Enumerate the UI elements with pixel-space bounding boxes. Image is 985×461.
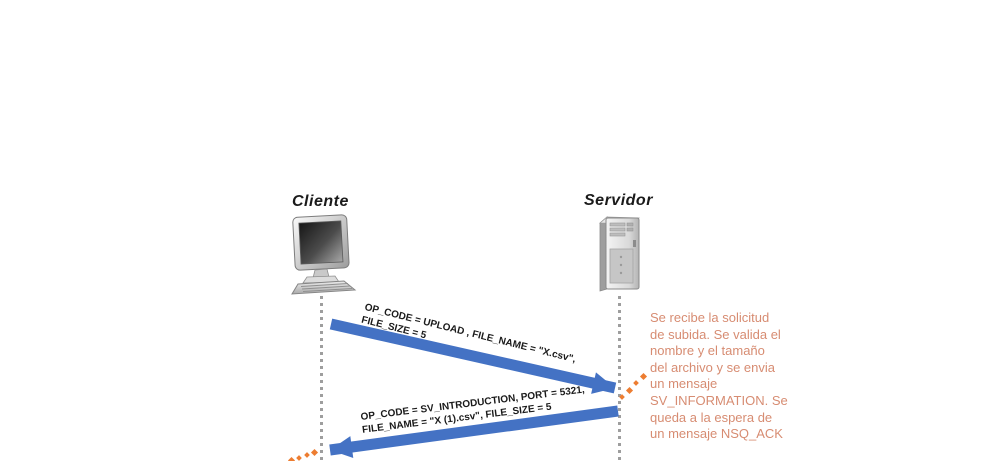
connector-dot-client: [310, 448, 319, 457]
server-note-line: del archivo y se envia: [650, 359, 776, 375]
server-note-line: nombre y el tamaño: [650, 343, 765, 359]
server-note-line: Se recibe la solicitud: [650, 310, 770, 325]
server-note-line: un mensaje: [650, 376, 718, 392]
lifeline-cliente: [320, 296, 323, 461]
connector-dot-client: [296, 455, 302, 461]
connector-dot-server: [639, 372, 648, 381]
server-note: Se recibe la solicitud de subida. Se val…: [650, 310, 800, 443]
server-note-line: queda a la espera de: [650, 409, 773, 425]
server-note-line: de subida. Se valida el: [650, 326, 781, 342]
message-2-label: OP_CODE = SV_INTRODUCTION, PORT = 5321, …: [360, 385, 587, 437]
server-note-line: SV_INFORMATION. Se: [650, 392, 788, 408]
connector-dot-server: [625, 386, 634, 395]
client-computer-icon: [291, 214, 357, 295]
actor-label-servidor: Servidor: [584, 192, 653, 209]
server-tower-icon: [598, 216, 640, 292]
connector-dot-server: [633, 380, 639, 386]
lifeline-servidor: [618, 296, 621, 461]
actor-label-cliente: Cliente: [292, 193, 349, 210]
message-1-label: OP_CODE = UPLOAD , FILE_NAME = "X.csv", …: [360, 302, 577, 379]
connector-dot-client: [304, 452, 310, 458]
server-note-line: un mensaje NSQ_ACK: [650, 426, 783, 442]
connector-dot-client: [287, 456, 296, 461]
